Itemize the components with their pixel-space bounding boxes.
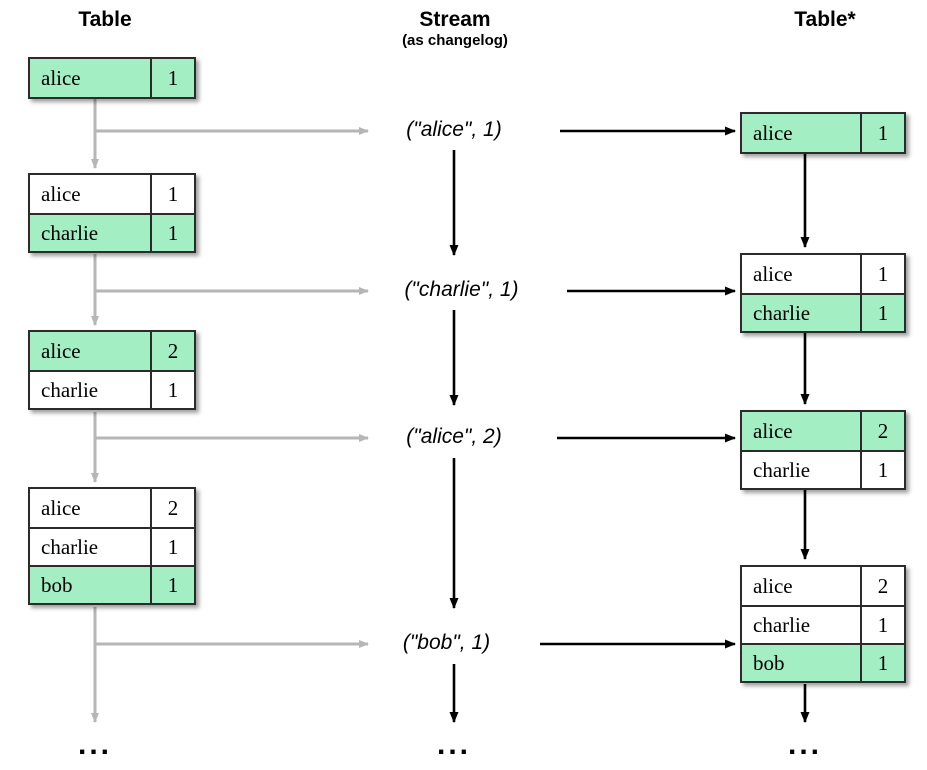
column-header-center: Stream (as changelog)	[375, 8, 535, 50]
column-title-right: Table*	[794, 8, 856, 31]
table-cell-value: 1	[150, 372, 194, 408]
table-cell-key: charlie	[41, 534, 99, 559]
table-cell-value: 1	[150, 175, 194, 213]
column-header-left: Table	[25, 8, 185, 32]
table-row[interactable]: alice 1	[30, 59, 194, 97]
right-table-4[interactable]: alice 2 charlie 1 bob 1	[740, 565, 906, 683]
table-cell-key: alice	[41, 495, 81, 520]
continuation-ellipsis-right: ...	[787, 728, 822, 761]
column-subtitle-center: (as changelog)	[402, 32, 508, 49]
stream-record-3: ("alice", 2)	[406, 425, 502, 448]
column-header-right: Table*	[745, 8, 905, 32]
table-row[interactable]: alice 1	[30, 175, 194, 213]
table-cell-value: 2	[150, 489, 194, 527]
table-cell-value: 1	[860, 295, 904, 331]
table-cell-value: 1	[860, 255, 904, 293]
table-row[interactable]: alice 1	[742, 255, 904, 293]
table-row[interactable]: charlie 1	[30, 370, 194, 408]
table-row[interactable]: alice 2	[742, 567, 904, 605]
table-row[interactable]: alice 2	[30, 332, 194, 370]
right-table-1[interactable]: alice 1	[740, 112, 906, 154]
table-row[interactable]: charlie 1	[742, 450, 904, 488]
table-cell-value: 2	[860, 412, 904, 450]
stream-record-2: ("charlie", 1)	[404, 278, 519, 301]
table-row[interactable]: bob 1	[30, 565, 194, 603]
table-cell-value: 1	[150, 567, 194, 603]
table-cell-key: alice	[41, 65, 81, 90]
table-cell-value: 2	[860, 567, 904, 605]
table-cell-key: charlie	[41, 377, 99, 402]
table-cell-key: alice	[41, 338, 81, 363]
table-cell-value: 1	[860, 114, 904, 152]
left-table-3[interactable]: alice 2 charlie 1	[28, 330, 196, 410]
table-row[interactable]: bob 1	[742, 643, 904, 681]
stream-record-4: ("bob", 1)	[402, 631, 491, 654]
continuation-ellipsis-left: ...	[77, 728, 112, 761]
table-cell-value: 1	[860, 645, 904, 681]
right-table-2[interactable]: alice 1 charlie 1	[740, 253, 906, 333]
stream-record-1: ("alice", 1)	[406, 118, 502, 141]
table-row[interactable]: alice 1	[742, 114, 904, 152]
table-cell-key: charlie	[41, 220, 99, 245]
table-cell-key: bob	[41, 572, 73, 597]
table-cell-value: 1	[860, 607, 904, 643]
left-table-1[interactable]: alice 1	[28, 57, 196, 99]
table-cell-key: charlie	[753, 300, 811, 325]
left-table-2[interactable]: alice 1 charlie 1	[28, 173, 196, 253]
continuation-ellipsis-center: ...	[436, 728, 471, 761]
table-cell-key: alice	[753, 261, 793, 286]
left-table-4[interactable]: alice 2 charlie 1 bob 1	[28, 487, 196, 605]
table-cell-key: alice	[753, 418, 793, 443]
table-cell-value: 1	[150, 529, 194, 565]
column-title-left: Table	[78, 8, 132, 31]
table-cell-value: 2	[150, 332, 194, 370]
table-row[interactable]: charlie 1	[30, 527, 194, 565]
table-cell-key: alice	[41, 181, 81, 206]
table-cell-key: charlie	[753, 612, 811, 637]
table-cell-key: charlie	[753, 457, 811, 482]
table-row[interactable]: charlie 1	[742, 605, 904, 643]
right-table-3[interactable]: alice 2 charlie 1	[740, 410, 906, 490]
table-row[interactable]: charlie 1	[30, 213, 194, 251]
table-row[interactable]: charlie 1	[742, 293, 904, 331]
table-cell-value: 1	[860, 452, 904, 488]
table-cell-key: bob	[753, 650, 785, 675]
table-row[interactable]: alice 2	[742, 412, 904, 450]
table-cell-value: 1	[150, 215, 194, 251]
column-title-center: Stream	[419, 8, 491, 31]
table-cell-key: alice	[753, 573, 793, 598]
table-cell-value: 1	[150, 59, 194, 97]
table-row[interactable]: alice 2	[30, 489, 194, 527]
table-cell-key: alice	[753, 120, 793, 145]
